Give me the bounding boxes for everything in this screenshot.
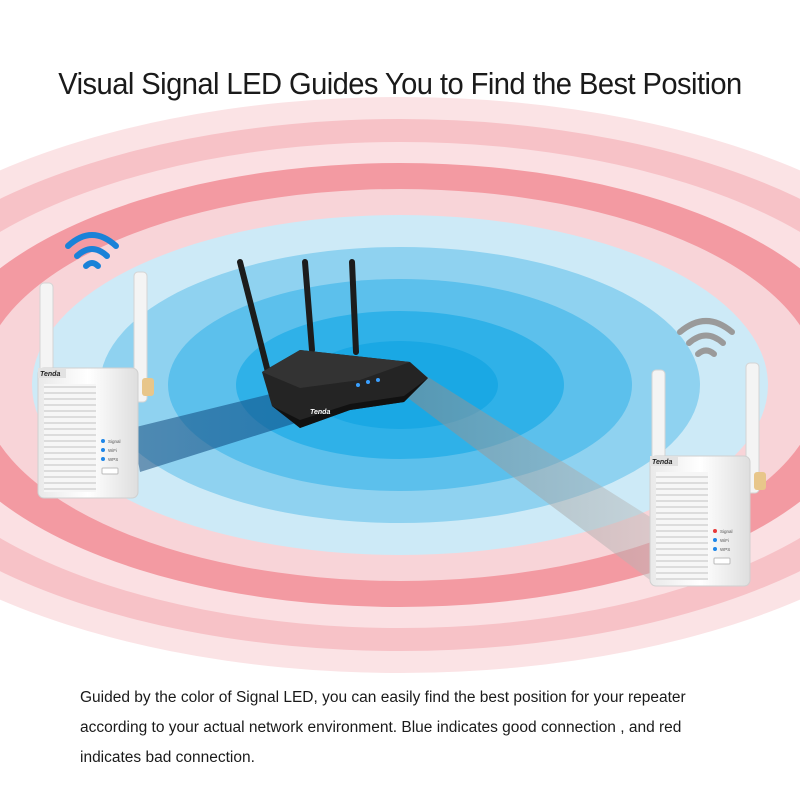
svg-text:WiFi: WiFi: [108, 448, 117, 453]
description-line: according to your actual network environ…: [80, 719, 682, 736]
router-antenna: [237, 259, 271, 375]
description-text: Guided by the color of Signal LED, you c…: [80, 683, 740, 773]
wps-button: [713, 557, 731, 565]
svg-text:Signal: Signal: [108, 439, 121, 444]
left-repeater: Tenda Signal WiFi WPS: [37, 271, 154, 499]
svg-text:Signal: Signal: [720, 529, 733, 534]
page-title: Visual Signal LED Guides You to Find the…: [58, 66, 742, 101]
description-line: Guided by the color of Signal LED, you c…: [80, 689, 686, 706]
signal-led: [713, 529, 717, 533]
wifi-led: [101, 448, 105, 452]
wifi-led: [713, 538, 717, 542]
wps-led: [713, 547, 717, 551]
wps-button: [101, 467, 119, 475]
router: Tenda: [237, 259, 428, 428]
repeater-antenna: [133, 271, 148, 403]
repeater-brand-label: Tenda: [40, 371, 60, 378]
router-antenna: [349, 259, 359, 355]
bad-signal-beam: [408, 372, 655, 580]
wifi-good-icon: [65, 232, 119, 269]
description-line: indicates bad connection.: [80, 749, 255, 766]
router-led: [366, 380, 370, 384]
wps-led: [101, 457, 105, 461]
wifi-bad-icon: [677, 318, 735, 357]
svg-text:WPS: WPS: [108, 457, 118, 462]
router-brand-label: Tenda: [310, 409, 330, 416]
right-repeater: Tenda Signal WiFi WPS: [649, 362, 766, 587]
router-antenna: [302, 259, 315, 353]
router-led: [356, 383, 360, 387]
signal-led: [101, 439, 105, 443]
svg-text:WiFi: WiFi: [720, 538, 729, 543]
repeater-brand-label: Tenda: [652, 459, 672, 466]
svg-text:WPS: WPS: [720, 547, 730, 552]
router-led: [376, 378, 380, 382]
